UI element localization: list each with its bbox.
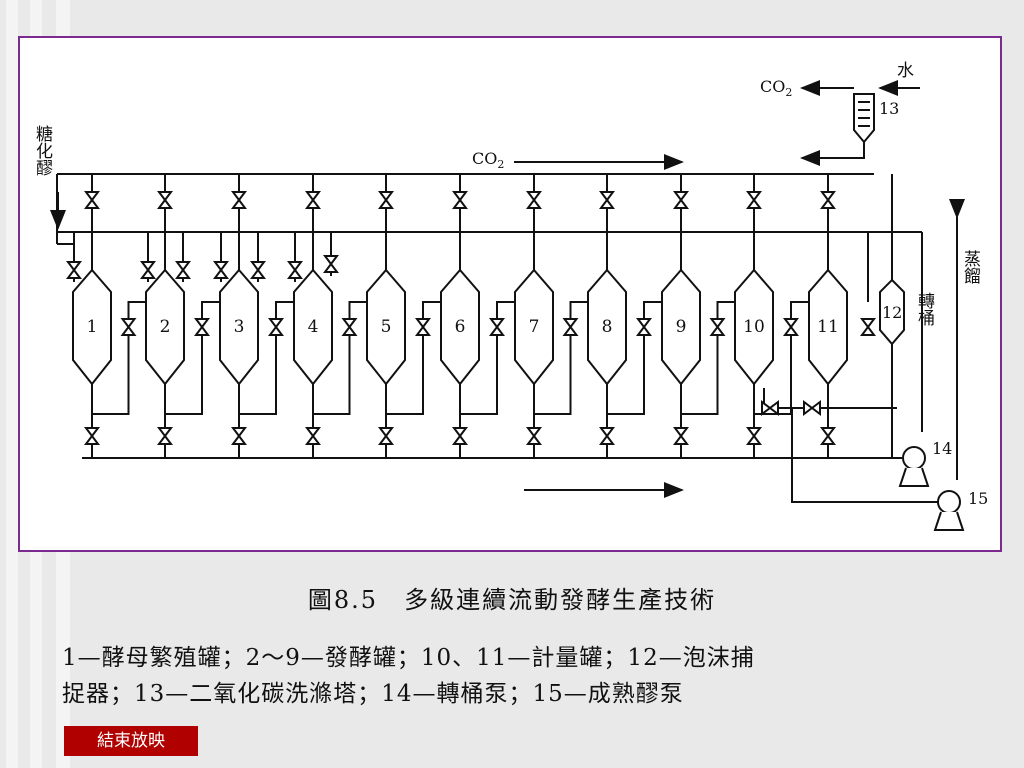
tank-label-7: 7 xyxy=(529,317,540,337)
tank-label-9: 9 xyxy=(676,317,687,337)
wash-tower xyxy=(853,93,875,144)
transfer-valve xyxy=(341,318,358,336)
tower-return-arrow xyxy=(800,140,865,166)
tank-7 xyxy=(514,268,554,386)
tank-5 xyxy=(366,268,406,386)
vent-valve xyxy=(305,191,321,209)
transfer-valve xyxy=(783,318,799,336)
vent-valve xyxy=(84,191,100,209)
feed-valve xyxy=(287,261,303,279)
drain-valve xyxy=(378,427,394,445)
vent-valve xyxy=(157,191,173,209)
pump-14 xyxy=(898,446,930,487)
pump-14-label: 14 xyxy=(932,439,952,458)
transfer-pipe xyxy=(607,301,662,415)
co2-label: CO2 xyxy=(472,149,504,171)
tank-3 xyxy=(219,268,259,386)
pump-15 xyxy=(933,490,965,531)
tank-2 xyxy=(145,268,185,386)
drain-valve xyxy=(526,427,542,445)
input-label: 糖化醪 xyxy=(32,125,53,176)
transfer-valve xyxy=(709,318,726,336)
transfer-valve xyxy=(489,318,505,336)
transfer-valve xyxy=(636,318,652,336)
feed-valve xyxy=(250,261,266,279)
tank-4 xyxy=(293,268,333,386)
drain-valve xyxy=(84,427,100,445)
transfer-pipe xyxy=(239,301,294,415)
tank-6 xyxy=(440,268,480,386)
legend-line-1: 1—酵母繁殖罐；2～9—發酵罐；10、11—計量罐；12—泡沫捕 xyxy=(62,645,755,671)
vent-valve xyxy=(599,191,615,209)
tank-label-3: 3 xyxy=(234,317,245,337)
transfer-pipe xyxy=(313,301,367,415)
foam-valve xyxy=(860,318,876,336)
co2-out-label: CO2 xyxy=(760,77,792,99)
tank-11 xyxy=(808,268,848,386)
tank-label-11: 11 xyxy=(817,317,839,337)
drain-valve xyxy=(746,427,762,445)
tank-1 xyxy=(72,268,112,386)
drain-valve xyxy=(231,427,247,445)
transfer-valve xyxy=(194,318,210,336)
foam-catcher xyxy=(879,278,905,346)
vent-valve xyxy=(673,191,689,209)
transfer-pipe xyxy=(754,301,809,415)
drain-valve xyxy=(157,427,173,445)
transfer-pipe xyxy=(460,301,515,415)
meter-valve-10 xyxy=(761,400,779,416)
end-slideshow-button[interactable]: 結束放映 xyxy=(64,726,198,756)
tank-8 xyxy=(587,268,627,386)
tank-10 xyxy=(734,268,774,386)
vent-valve xyxy=(820,191,836,209)
feed-valve xyxy=(140,261,156,279)
legend-line-2: 捉器；13—二氧化碳洗滌塔；14—轉桶泵；15—成熟醪泵 xyxy=(62,681,684,707)
vent-valve xyxy=(452,191,468,209)
water-label: 水 xyxy=(897,61,914,81)
tank-label-2: 2 xyxy=(160,317,171,337)
tank-label-10: 10 xyxy=(743,317,765,337)
transfer-valve xyxy=(268,318,284,336)
transfer-pipe xyxy=(92,301,146,415)
drain-valve xyxy=(820,427,836,445)
transfer-pipe xyxy=(386,301,441,415)
pump-15-label: 15 xyxy=(968,489,988,508)
transfer-valve xyxy=(562,318,579,336)
tank-label-5: 5 xyxy=(381,317,392,337)
transfer-pipe xyxy=(534,301,588,415)
drain-valve xyxy=(599,427,615,445)
tank-label-4: 4 xyxy=(308,317,319,337)
transfer-valve xyxy=(415,318,431,336)
vent-valve xyxy=(378,191,394,209)
feed-valve xyxy=(66,261,82,279)
transfer-valve xyxy=(120,318,137,336)
feed-valve xyxy=(175,261,191,279)
feed-valve xyxy=(323,255,339,273)
transfer-label: 轉桶 xyxy=(914,292,935,326)
wash-tower-label: 13 xyxy=(879,99,899,118)
drain-valve xyxy=(305,427,321,445)
vent-valve xyxy=(746,191,762,209)
meter-pipe xyxy=(763,388,897,409)
figure-legend: 1—酵母繁殖罐；2～9—發酵罐；10、11—計量罐；12—泡沫捕 捉器；13—二… xyxy=(62,640,982,712)
tank-label-6: 6 xyxy=(455,317,466,337)
vent-valve xyxy=(231,191,247,209)
tank-label-1: 1 xyxy=(87,317,98,337)
foam-catcher-label: 12 xyxy=(882,303,902,322)
transfer-pipe xyxy=(165,301,220,415)
tank-9 xyxy=(661,268,701,386)
feed-valve xyxy=(213,261,229,279)
distill-label: 蒸餾 xyxy=(960,250,981,284)
transfer-pipe xyxy=(681,301,735,415)
tank-label-8: 8 xyxy=(602,317,613,337)
figure-caption: 圖8.5 多級連續流動發酵生產技術 xyxy=(307,586,717,614)
drain-valve xyxy=(673,427,689,445)
meter-valve-11 xyxy=(803,400,821,416)
vent-valve xyxy=(526,191,542,209)
pump15-pipe xyxy=(791,408,942,503)
drain-valve xyxy=(452,427,468,445)
